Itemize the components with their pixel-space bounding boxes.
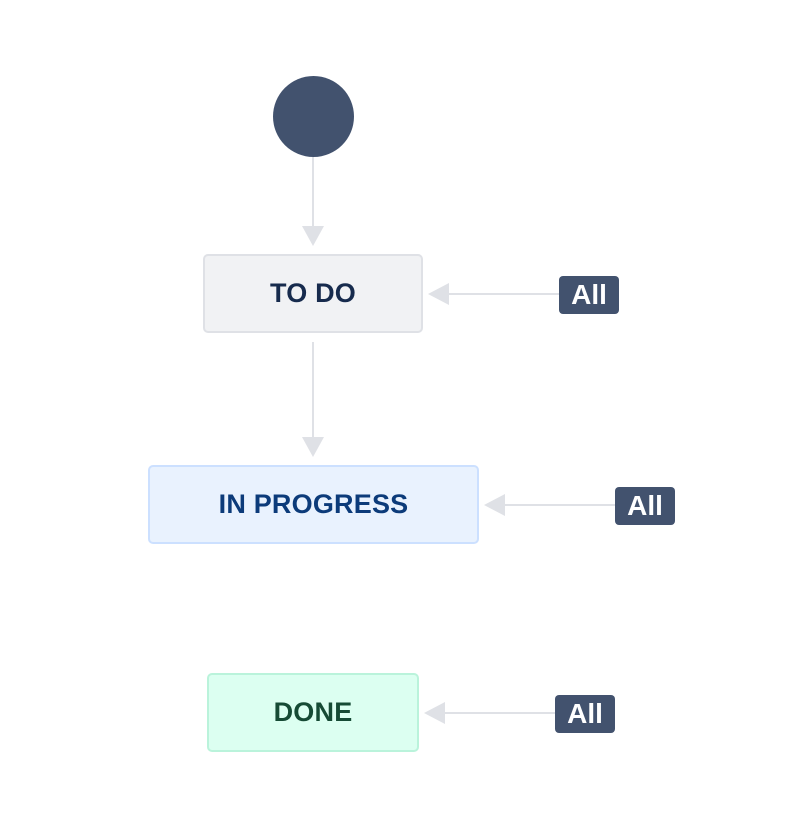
status-done[interactable]: DONE — [207, 673, 419, 752]
status-in-progress-label: IN PROGRESS — [218, 489, 409, 519]
all-transition-badge-in-progress[interactable]: All — [615, 487, 675, 525]
arrowhead-all-to-done — [424, 702, 445, 724]
status-todo[interactable]: TO DO — [203, 254, 423, 333]
status-todo-label: TO DO — [269, 278, 356, 308]
start-node — [273, 76, 354, 157]
status-done-label: DONE — [273, 697, 353, 727]
all-transition-badge-todo[interactable]: All — [559, 276, 619, 314]
all-transition-label: All — [571, 279, 607, 310]
status-in-progress[interactable]: IN PROGRESS — [148, 465, 479, 544]
all-transition-label: All — [627, 490, 663, 521]
arrowhead-all-to-inprogress — [484, 494, 505, 516]
arrowhead-start-to-todo — [302, 226, 324, 246]
arrowhead-todo-to-inprogress — [302, 437, 324, 457]
arrowhead-all-to-todo — [428, 283, 449, 305]
all-transition-badge-done[interactable]: All — [555, 695, 615, 733]
all-transition-label: All — [567, 698, 603, 729]
